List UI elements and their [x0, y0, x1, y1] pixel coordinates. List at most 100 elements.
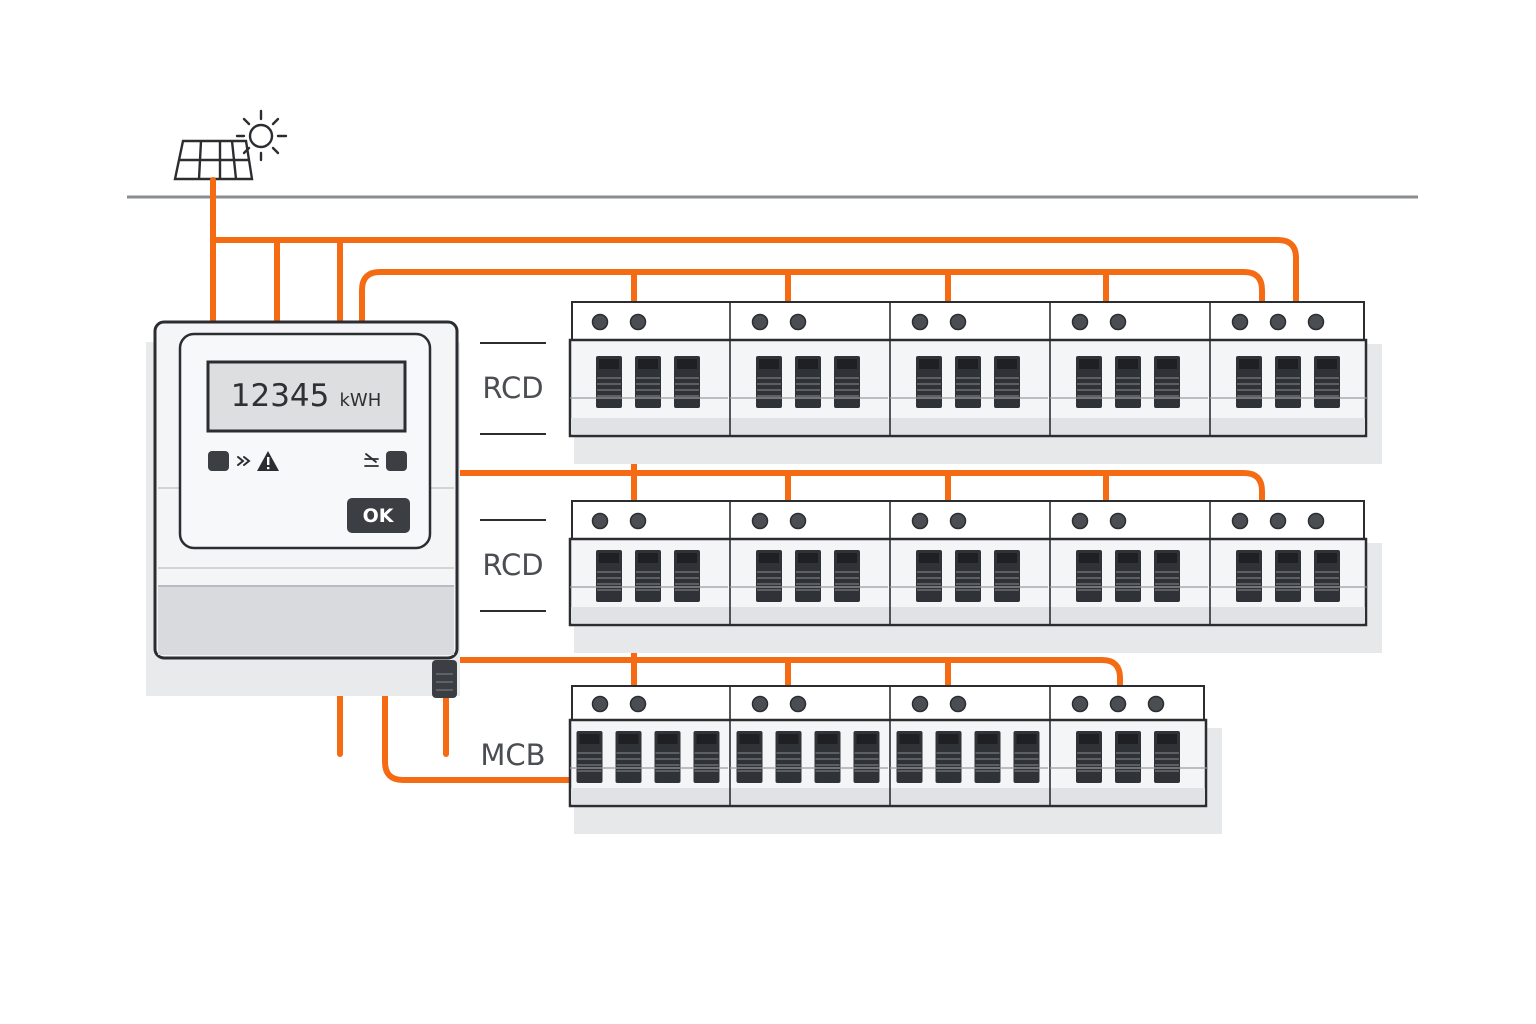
breaker-module — [729, 501, 888, 625]
terminal-screw — [629, 695, 647, 713]
breaker-switch[interactable] — [576, 731, 603, 783]
breaker-switch[interactable] — [1115, 356, 1141, 408]
housing-base — [571, 418, 1365, 434]
breaker-switch[interactable] — [1154, 550, 1180, 602]
terminal-screw — [1071, 512, 1089, 530]
row-label-group-2: RCD — [480, 519, 546, 612]
terminal-screw — [751, 695, 769, 713]
terminal-screw — [1109, 512, 1127, 530]
breaker-switch[interactable] — [693, 731, 720, 783]
terminal-screw — [751, 313, 769, 331]
meter-display — [206, 360, 407, 433]
meter-connector — [432, 660, 457, 698]
breaker-switch[interactable] — [1013, 731, 1040, 783]
terminal-screw — [789, 695, 807, 713]
breaker-switch[interactable] — [1275, 356, 1301, 408]
terminal-screw — [1269, 512, 1287, 530]
breaker-switch[interactable] — [674, 550, 700, 602]
breaker-switch[interactable] — [994, 356, 1020, 408]
breaker-switch[interactable] — [994, 550, 1020, 602]
breaker-switch[interactable] — [1076, 356, 1102, 408]
breaker-switch[interactable] — [1154, 731, 1180, 783]
breaker-switch[interactable] — [795, 550, 821, 602]
breaker-switch[interactable] — [596, 550, 622, 602]
breaker-switch[interactable] — [635, 356, 661, 408]
breaker-switch[interactable] — [896, 731, 923, 783]
breaker-switch[interactable] — [834, 550, 860, 602]
breaker-switch[interactable] — [775, 731, 802, 783]
breaker-switch[interactable] — [615, 731, 642, 783]
breaker-switch[interactable] — [955, 356, 981, 408]
terminal-screw — [1071, 313, 1089, 331]
meter-left-button[interactable] — [208, 451, 229, 471]
breaker-switch[interactable] — [935, 731, 962, 783]
terminal-screw — [949, 512, 967, 530]
breaker-switch[interactable] — [955, 550, 981, 602]
breaker-switch[interactable] — [1076, 731, 1102, 783]
ok-button[interactable] — [347, 498, 410, 533]
meter-unit: kWH — [339, 390, 381, 411]
breaker-switch[interactable] — [974, 731, 1001, 783]
breaker-module — [889, 501, 1048, 625]
terminal-screw — [789, 313, 807, 331]
breaker-switch[interactable] — [756, 550, 782, 602]
terminal-screw — [949, 313, 967, 331]
terminal-screw — [1269, 313, 1287, 331]
breaker-switch[interactable] — [1115, 731, 1141, 783]
meter-right-button[interactable] — [386, 451, 407, 471]
breaker-switch[interactable] — [795, 356, 821, 408]
breaker-switch[interactable] — [654, 731, 681, 783]
terminal-screw — [591, 695, 609, 713]
terminal-screw — [1231, 313, 1249, 331]
breaker-module — [570, 695, 728, 783]
switch-icon — [364, 453, 379, 467]
breaker-switch[interactable] — [674, 356, 700, 408]
breaker-switch[interactable] — [1154, 356, 1180, 408]
terminal-screw — [1109, 695, 1127, 713]
breaker-switch[interactable] — [1076, 550, 1102, 602]
breaker-switch[interactable] — [1314, 356, 1340, 408]
terminal-screw — [1307, 313, 1325, 331]
breaker-module — [889, 302, 1048, 436]
breaker-switch[interactable] — [814, 731, 841, 783]
sun-icon — [235, 109, 288, 162]
breaker-switch[interactable] — [1115, 550, 1141, 602]
breaker-switch[interactable] — [916, 356, 942, 408]
breaker-module — [1209, 302, 1368, 436]
breaker-switch[interactable] — [736, 731, 763, 783]
arrows-icon — [237, 456, 251, 466]
breaker-switch[interactable] — [596, 356, 622, 408]
terminal-screw — [1147, 695, 1165, 713]
breaker-module — [889, 686, 1048, 806]
solar-panel-icon — [173, 139, 254, 181]
breaker-switch[interactable] — [834, 356, 860, 408]
terminal-screw — [1071, 695, 1089, 713]
breaker-switch[interactable] — [1236, 550, 1262, 602]
breaker-module — [1049, 302, 1208, 436]
meter-reading: 12345 — [231, 378, 330, 414]
breaker-module — [1049, 686, 1208, 806]
row-label-group-1: RCD — [480, 342, 546, 435]
breaker-switch[interactable] — [1275, 550, 1301, 602]
breaker-switch[interactable] — [1236, 356, 1262, 408]
terminal-screw — [911, 695, 929, 713]
terminal-screw — [789, 512, 807, 530]
terminal-screw — [1109, 313, 1127, 331]
terminal-screw — [911, 313, 929, 331]
row-label-group-3: MCB — [480, 738, 545, 772]
terminal-screw — [591, 313, 609, 331]
terminal-strip — [571, 685, 1205, 721]
breaker-switch[interactable] — [853, 731, 880, 783]
breaker-switch[interactable] — [916, 550, 942, 602]
breaker-switch[interactable] — [756, 356, 782, 408]
breaker-switch[interactable] — [1314, 550, 1340, 602]
row-label-3: MCB — [480, 738, 545, 772]
terminal-screw — [911, 512, 929, 530]
housing-base — [571, 788, 1205, 804]
terminal-screw — [1307, 512, 1325, 530]
breaker-switch[interactable] — [635, 550, 661, 602]
breaker-module — [1049, 501, 1208, 625]
meter-base — [158, 586, 454, 655]
terminal-screw — [949, 695, 967, 713]
